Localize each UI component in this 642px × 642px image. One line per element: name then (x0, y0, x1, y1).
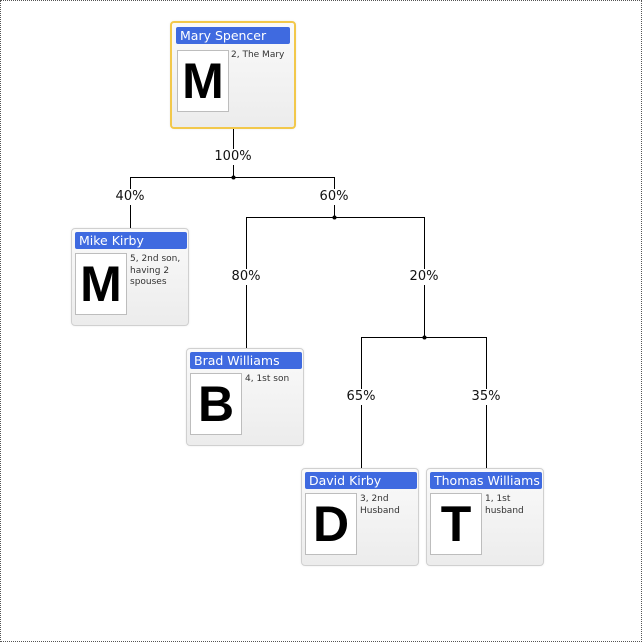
junction-dot (231, 175, 236, 180)
node-title: Thomas Williams (430, 472, 542, 489)
junction-dot (422, 335, 427, 340)
node-title: Mary Spencer (176, 27, 290, 44)
node-description: 5, 2nd son, having 2 spouses (130, 254, 181, 287)
link-label-mary: 100% (213, 149, 253, 165)
link-label-mike: 40% (114, 189, 146, 205)
node-title: Mike Kirby (75, 232, 187, 249)
avatar: B (190, 373, 242, 435)
link-label-david: 65% (345, 389, 377, 405)
link-label-brad: 80% (230, 269, 262, 285)
node-description: 2, The Mary (231, 50, 285, 60)
link-label-lower: 20% (408, 269, 440, 285)
node-description: 4, 1st son (245, 374, 290, 384)
link-label-thomas: 35% (470, 389, 502, 405)
avatar: T (430, 493, 482, 555)
node-description: 3, 2nd Husband (360, 494, 400, 516)
avatar: M (177, 50, 229, 112)
node-description: 1, 1st husband (485, 494, 524, 516)
junction-dot (332, 215, 337, 220)
node-thomas-williams[interactable]: Thomas Williams T 1, 1st husband (426, 468, 544, 566)
node-david-kirby[interactable]: David Kirby D 3, 2nd Husband (301, 468, 419, 566)
avatar: D (305, 493, 357, 555)
node-title: Brad Williams (190, 352, 302, 369)
link-label-right: 60% (318, 189, 350, 205)
node-mary-spencer[interactable]: Mary Spencer M 2, The Mary (170, 21, 296, 129)
node-mike-kirby[interactable]: Mike Kirby M 5, 2nd son, having 2 spouse… (71, 228, 189, 326)
avatar: M (75, 253, 127, 315)
node-brad-williams[interactable]: Brad Williams B 4, 1st son (186, 348, 304, 446)
node-title: David Kirby (305, 472, 417, 489)
